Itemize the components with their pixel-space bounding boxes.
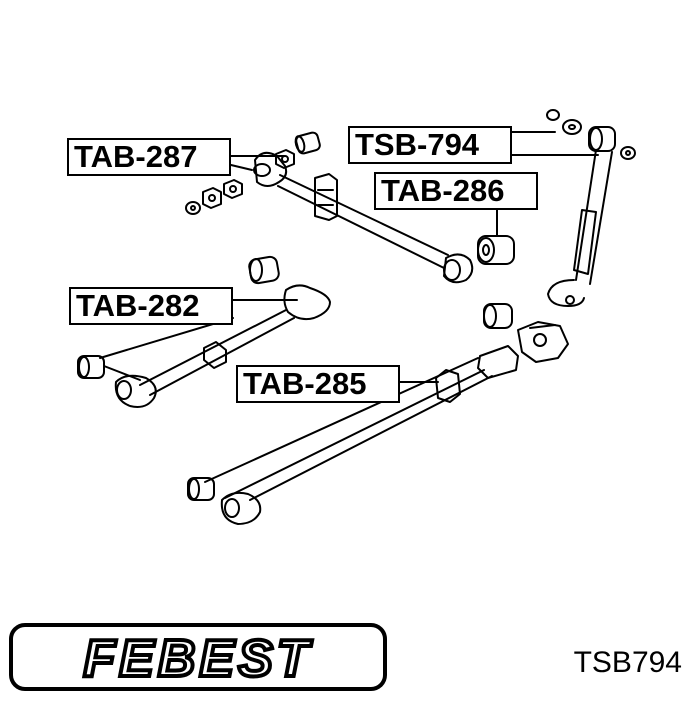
- brand-text: FEBEST: [83, 630, 312, 688]
- tab285-arm: [187, 303, 569, 525]
- label-tab-286: TAB-286: [374, 172, 538, 210]
- label-tab-282: TAB-282: [69, 287, 233, 325]
- label-tsb-794: TSB-794: [348, 126, 512, 164]
- tab287-bushing-upper: [275, 131, 321, 169]
- label-tab-285: TAB-285: [236, 365, 400, 403]
- label-tab-287: TAB-287: [67, 138, 231, 176]
- part-number: TSB794: [573, 646, 682, 679]
- upper-lateral-arm: [253, 151, 474, 284]
- tab282-arm: [77, 255, 331, 408]
- tsb794-shock-absorber: [546, 109, 636, 307]
- tab286-bushing: [477, 235, 515, 265]
- tab287-bushing-lower: [185, 179, 243, 215]
- febest-logo: FEBEST: [9, 623, 387, 691]
